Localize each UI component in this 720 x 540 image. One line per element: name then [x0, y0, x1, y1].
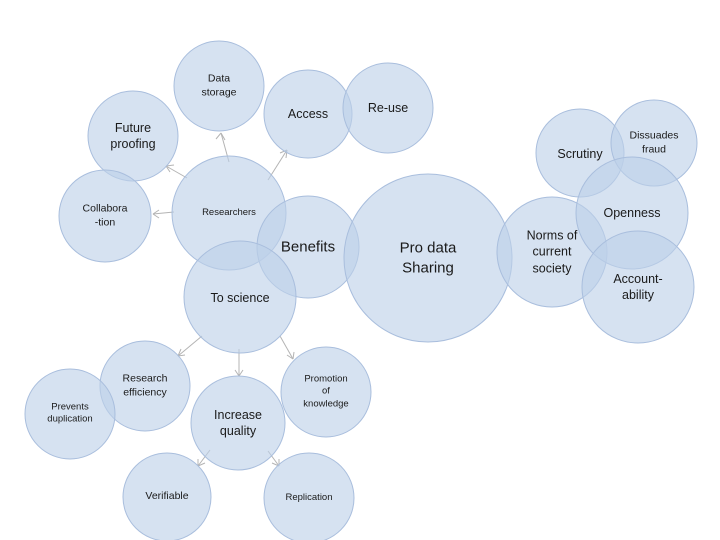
arrowhead: [177, 348, 182, 357]
label-line: Increase: [214, 407, 262, 422]
arrowhead: [197, 462, 206, 467]
arrowhead: [220, 132, 226, 141]
label-line: proofing: [110, 137, 156, 151]
node-verifiable: [122, 452, 212, 540]
label-data-storage: Data storage: [201, 72, 236, 99]
label-line: Re-use: [367, 100, 409, 115]
label-verifiable: Verifiable: [145, 490, 188, 504]
label-replication: Replication: [286, 492, 333, 504]
label-line: -tion: [94, 216, 116, 228]
label-research-efficiency: Research efficiency: [123, 372, 168, 399]
edge-researchers-collaboration: [152, 211, 175, 215]
label-line: current: [532, 244, 572, 259]
node-data-storage: [173, 40, 265, 132]
node-re-use: [342, 62, 434, 154]
label-line: Benefits: [280, 238, 336, 256]
label-line: Replication: [285, 491, 333, 503]
label-scrutiny: Scrutiny: [557, 146, 602, 162]
node-prevents-duplication: [24, 368, 116, 460]
label-line: Account-: [613, 271, 663, 286]
node-increase-quality: [190, 375, 286, 471]
edge-researchers-future-proofing: [165, 165, 188, 179]
label-line: Sharing: [402, 259, 454, 276]
arrowhead: [215, 132, 222, 140]
concept-bubbles: [24, 40, 698, 540]
label-benefits: Benefits: [281, 237, 335, 257]
label-line: Norms of: [526, 228, 578, 243]
arrowhead: [238, 369, 244, 377]
arrowhead: [165, 165, 171, 173]
edge-to-science-research-efficiency: [177, 335, 203, 357]
label-re-use: Re-use: [368, 100, 408, 116]
label-pro-data-sharing: Pro data Sharing: [400, 239, 457, 278]
label-line: Openness: [603, 205, 661, 220]
node-promotion-of-knowledge: [280, 346, 372, 438]
label-openness: Openness: [604, 205, 661, 221]
label-line: Data: [207, 72, 231, 85]
node-accountability: [581, 230, 695, 344]
node-replication: [263, 452, 355, 540]
label-line: Researchers: [202, 206, 256, 218]
label-dissuades-fraud: Dissuades fraud: [629, 129, 678, 156]
label-line: efficiency: [123, 386, 167, 398]
label-line: Prevents: [51, 401, 89, 413]
label-line: duplication: [47, 414, 93, 425]
label-line: Verifiable: [145, 490, 189, 503]
arrowhead: [234, 369, 240, 377]
label-line: fraud: [642, 143, 666, 155]
label-line: Dissuades: [629, 129, 679, 142]
arrowhead: [292, 351, 295, 360]
label-line: Future: [114, 120, 152, 135]
arrowhead: [152, 213, 160, 219]
label-line: of: [322, 385, 330, 397]
node-collaboration: [58, 169, 152, 263]
label-future-proofing: Future proofing: [110, 120, 155, 153]
arrowhead: [177, 354, 186, 357]
label-line: society: [532, 261, 572, 276]
label-line: To science: [210, 290, 270, 305]
label-line: Promotion: [304, 373, 348, 385]
label-line: Access: [287, 106, 329, 121]
label-line: Research: [122, 372, 168, 385]
edge-to-science-promotion-of-knowledge: [279, 335, 294, 360]
label-line: storage: [201, 86, 237, 98]
node-to-science: [183, 240, 297, 354]
label-to-science: To science: [210, 290, 269, 306]
label-collaboration: Collabora -tion: [83, 202, 128, 229]
label-line: Scrutiny: [557, 146, 603, 161]
label-increase-quality: Increase quality: [214, 407, 262, 440]
label-line: knowledge: [303, 398, 349, 410]
label-promotion-of-knowledge: Promotion of knowledge: [303, 373, 348, 410]
arrowhead: [152, 209, 160, 215]
label-researchers: Researchers: [202, 207, 256, 219]
label-access: Access: [288, 106, 328, 122]
label-line: quality: [219, 424, 257, 438]
label-norms-of-current-society: Norms of current society: [527, 228, 578, 277]
label-line: ability: [622, 288, 654, 302]
arrowhead: [286, 354, 294, 360]
label-prevents-duplication: Prevents duplication: [47, 402, 92, 427]
label-accountability: Account- ability: [613, 271, 662, 304]
label-line: Collabora: [82, 202, 128, 215]
label-line: Pro data: [399, 239, 457, 257]
